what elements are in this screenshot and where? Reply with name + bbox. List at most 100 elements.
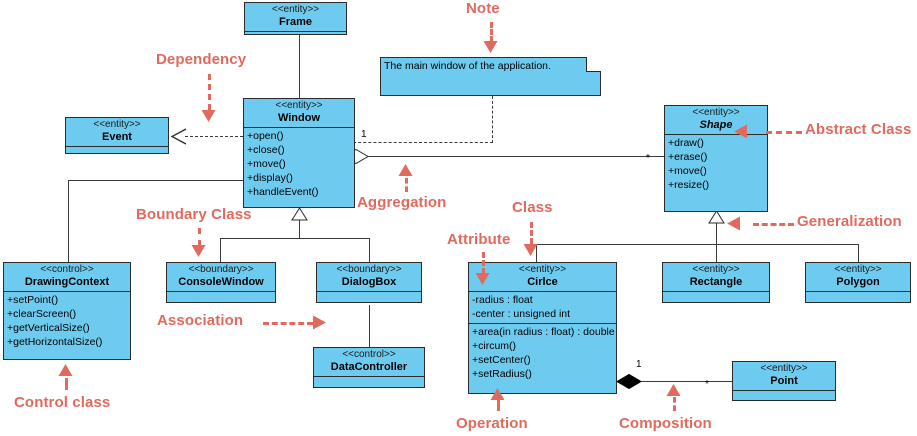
annotation-class-dash: [530, 222, 533, 244]
annotation-control-class: Control class: [14, 394, 111, 411]
operation-item: +move(): [668, 165, 707, 177]
class-name: Point: [770, 375, 798, 387]
annotation-aggregation-dash: [405, 178, 408, 192]
class-name: Event: [102, 131, 132, 143]
annotation-abstract-class-arrow: [733, 124, 748, 139]
class-box-point[interactable]: <<entity>> Point: [732, 361, 836, 401]
class-header-frame: <<entity>> Frame: [245, 3, 346, 32]
line-dialogbox-branch: [369, 238, 370, 262]
dependency-open-arrow-event: [170, 128, 187, 145]
annotation-composition: Composition: [619, 415, 712, 432]
class-box-circle[interactable]: <<entity>> Cirlce -radius : float -cente…: [468, 262, 617, 394]
class-stereotype: <<entity>>: [692, 264, 740, 275]
operation-item: +circum(): [472, 340, 517, 352]
note-fold-corner: [586, 57, 601, 72]
annotation-note-dash: [490, 22, 493, 42]
annotation-boundary-class: Boundary Class: [136, 206, 252, 223]
class-name: ConsoleWindow: [178, 276, 264, 288]
class-box-shape[interactable]: <<entity>> Shape +draw() +erase() +move(…: [664, 105, 768, 212]
line-note-anchor-vertical: [492, 96, 493, 143]
annotation-control-class-dash: [65, 378, 68, 390]
annotation-class: Class: [512, 199, 553, 216]
class-compartment-empty: [663, 292, 769, 302]
annotation-boundary-class-dash: [198, 228, 201, 246]
operation-item: +getHorizontalSize(): [7, 336, 103, 348]
annotation-operation-arrow: [490, 388, 505, 401]
annotation-abstract-class: Abstract Class: [805, 121, 912, 138]
line-window-subclasses-bar: [220, 238, 370, 239]
class-compartment-empty: [317, 292, 421, 302]
class-compartment-empty: [167, 292, 275, 302]
line-window-shape-aggregation: [362, 156, 664, 157]
annotation-composition-arrow: [666, 384, 681, 397]
class-name: Rectangle: [689, 276, 743, 288]
class-header-shape: <<entity>> Shape: [665, 106, 767, 135]
operation-item: +setRadius(): [472, 368, 532, 380]
annotation-abstract-class-dash: [766, 131, 802, 134]
class-header-rectangle: <<entity>> Rectangle: [663, 263, 769, 292]
operation-item: +clearScreen(): [7, 308, 77, 320]
class-stereotype: <<entity>>: [834, 264, 882, 275]
class-name: Shape: [699, 119, 733, 131]
line-note-anchor-horizontal: [343, 142, 493, 143]
note-box[interactable]: The main window of the application.: [380, 57, 601, 96]
class-compartment-empty: [245, 32, 346, 42]
operation-item: +close(): [247, 144, 285, 156]
note-body: [380, 57, 601, 96]
class-box-event[interactable]: <<entity>> Event: [65, 117, 169, 154]
class-compartment-empty: [314, 377, 424, 387]
operation-item: +resize(): [668, 179, 710, 191]
class-header-dialogbox: <<boundary>> DialogBox: [317, 263, 421, 292]
operation-item: +setPoint(): [7, 294, 59, 306]
attribute-item: -center : unsigned int: [472, 308, 571, 320]
class-compartment-empty: [733, 391, 835, 401]
class-stereotype: <<entity>>: [760, 363, 808, 374]
class-operations-circle: +area(in radius : float) : double +circu…: [469, 324, 616, 383]
operation-item: +handleEvent(): [247, 186, 319, 198]
class-box-polygon[interactable]: <<entity>> Polygon: [805, 262, 911, 303]
annotation-boundary-class-arrow: [191, 245, 206, 258]
line-window-drawingcontext-h: [68, 180, 243, 181]
line-circle-branch: [536, 244, 537, 262]
annotation-aggregation-arrow: [398, 164, 413, 177]
annotation-aggregation: Aggregation: [357, 194, 447, 211]
annotation-control-class-arrow: [58, 364, 73, 377]
class-stereotype: <<control>>: [40, 264, 94, 275]
class-box-consolewindow[interactable]: <<boundary>> ConsoleWindow: [166, 262, 276, 303]
class-header-point: <<entity>> Point: [733, 362, 835, 391]
class-stereotype: <<boundary>>: [188, 264, 254, 275]
class-name: DataController: [330, 361, 408, 373]
note-text: The main window of the application.: [384, 60, 551, 72]
class-compartment-empty: [66, 147, 168, 157]
class-header-event: <<entity>> Event: [66, 118, 168, 147]
class-attributes-circle: -radius : float -center : unsigned int: [469, 292, 616, 324]
annotation-note-arrow: [483, 41, 498, 54]
line-dialogbox-datacontroller: [369, 305, 370, 347]
annotation-dependency: Dependency: [156, 51, 247, 68]
class-stereotype: <<entity>>: [518, 264, 567, 275]
class-name: Cirlce: [527, 276, 558, 288]
class-operations-drawingcontext: +setPoint() +clearScreen() +getVerticalS…: [4, 292, 130, 351]
annotation-dependency-arrow: [201, 110, 216, 123]
class-header-window: <<entity>> Window: [244, 99, 354, 128]
class-stereotype: <<entity>>: [93, 119, 141, 130]
multiplicity-circle-side: 1: [636, 359, 642, 370]
operation-item: +erase(): [668, 151, 708, 163]
class-header-polygon: <<entity>> Polygon: [806, 263, 910, 292]
operation-item: +open(): [247, 130, 284, 142]
line-rectangle-branch: [716, 244, 717, 262]
operation-item: +area(in radius : float) : double: [472, 326, 615, 338]
class-stereotype: <<entity>>: [692, 107, 740, 118]
class-operations-shape: +draw() +erase() +move() +resize(): [665, 135, 767, 194]
class-box-window[interactable]: <<entity>> Window +open() +close() +move…: [243, 98, 355, 208]
class-box-rectangle[interactable]: <<entity>> Rectangle: [662, 262, 770, 303]
class-box-drawingcontext[interactable]: <<control>> DrawingContext +setPoint() +…: [3, 262, 131, 360]
class-operations-window: +open() +close() +move() +display() +han…: [244, 128, 354, 201]
class-box-dialogbox[interactable]: <<boundary>> DialogBox: [316, 262, 422, 303]
multiplicity-point-side: *: [705, 379, 709, 390]
operation-item: +setCenter(): [472, 354, 531, 366]
line-consolewindow-branch: [220, 238, 221, 262]
class-box-frame[interactable]: <<entity>> Frame: [244, 2, 347, 35]
class-box-datacontroller[interactable]: <<control>> DataController: [313, 347, 425, 388]
